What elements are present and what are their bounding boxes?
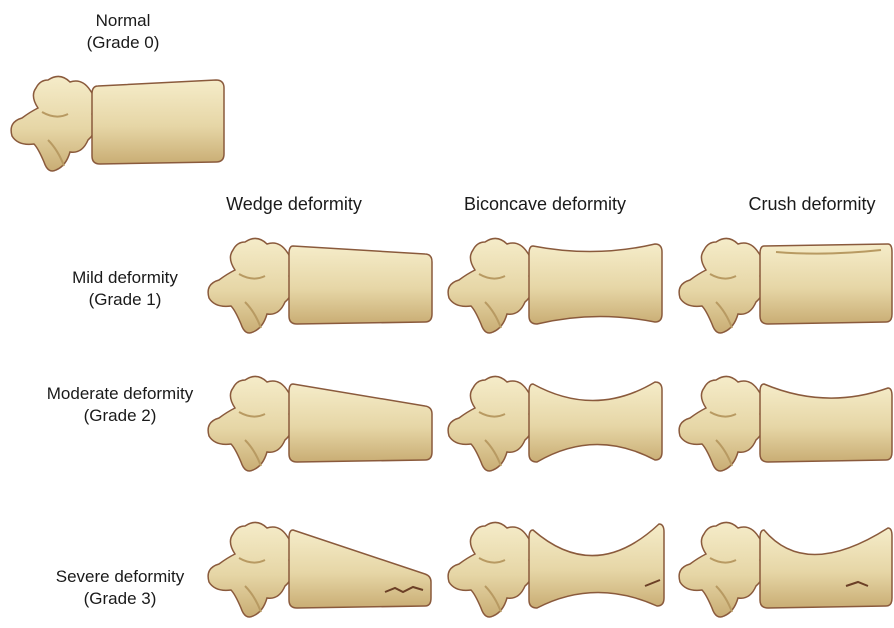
- column-header-biconcave: Biconcave deformity: [440, 193, 650, 215]
- vertebra-normal-grade-0: [8, 70, 228, 185]
- row-label-severe-grade: (Grade 3): [30, 588, 210, 610]
- vertebra-severe-crush: [676, 516, 894, 624]
- vertebra-severe-wedge: [205, 516, 435, 624]
- row-label-moderate-grade: (Grade 2): [20, 405, 220, 427]
- column-header-crush: Crush deformity: [732, 193, 892, 215]
- row-label-moderate: Moderate deformity (Grade 2): [20, 383, 220, 427]
- row-label-severe-title: Severe deformity: [30, 566, 210, 588]
- row-label-mild-grade: (Grade 1): [40, 289, 210, 311]
- vertebra-moderate-biconcave: [445, 370, 670, 478]
- row-label-moderate-title: Moderate deformity: [20, 383, 220, 405]
- row-label-mild: Mild deformity (Grade 1): [40, 267, 210, 311]
- vertebra-mild-wedge: [205, 232, 435, 340]
- row-label-severe: Severe deformity (Grade 3): [30, 566, 210, 610]
- vertebra-moderate-crush: [676, 370, 894, 478]
- vertebra-mild-crush: [676, 232, 894, 340]
- vertebra-moderate-wedge: [205, 370, 435, 478]
- normal-title: Normal: [60, 10, 186, 32]
- normal-label: Normal (Grade 0): [60, 10, 186, 54]
- vertebra-mild-biconcave: [445, 232, 670, 340]
- normal-grade: (Grade 0): [60, 32, 186, 54]
- row-label-mild-title: Mild deformity: [40, 267, 210, 289]
- vertebra-severe-biconcave: [445, 516, 670, 624]
- column-header-wedge: Wedge deformity: [205, 193, 383, 215]
